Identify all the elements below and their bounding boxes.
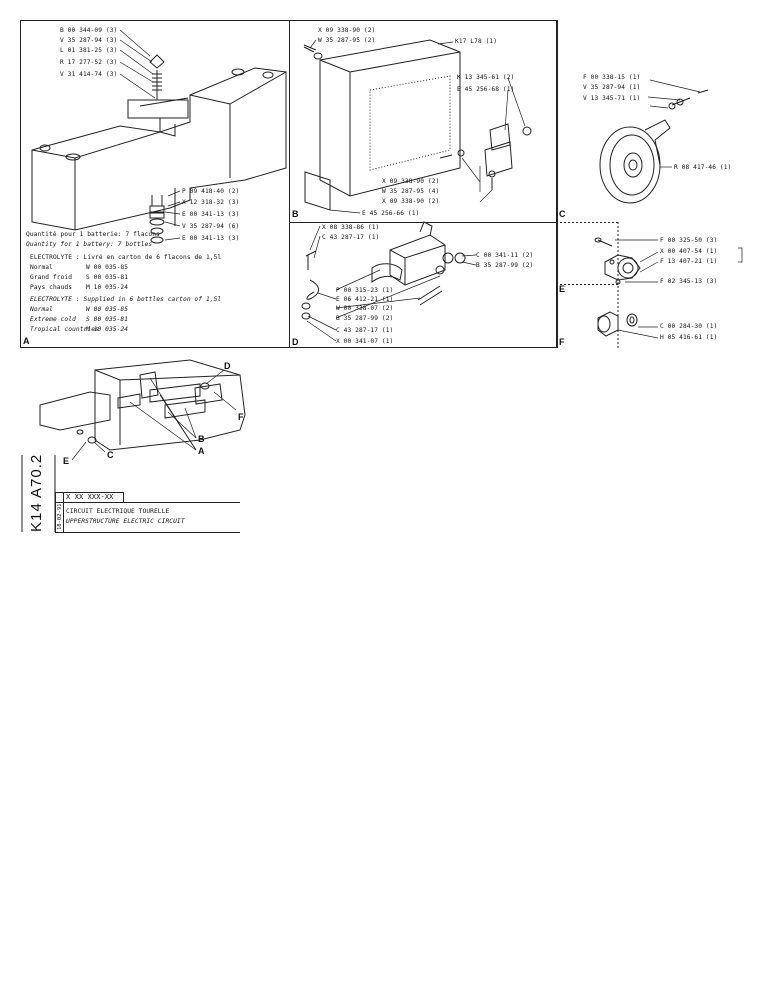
part-ref: E 45 256-66 (1) [362, 210, 420, 217]
overview-label-c: C [107, 450, 114, 460]
electrolyte-code: W 00 035-85 [86, 264, 129, 271]
part-ref: V 35 287-94 (3) [60, 37, 118, 44]
electrolyte-name: Tropical countries [30, 326, 99, 333]
reference-number: X XX XXX-XX [66, 493, 114, 501]
part-ref: H 05 416-61 (1) [660, 334, 718, 341]
overview-drawing [39, 359, 246, 451]
electrolyte-name: Pays chauds [30, 284, 73, 291]
part-ref: B 35 287-99 (2) [476, 262, 534, 269]
part-ref: F 13 407-21 (1) [660, 258, 718, 265]
part-ref: C 00 341-11 (2) [476, 252, 534, 259]
part-ref: R 17 277-52 (3) [60, 59, 118, 66]
part-ref: E 45 256-68 (1) [457, 86, 515, 93]
part-ref: C 43 287-17 (1) [322, 234, 380, 241]
part-ref: F 00 325-50 (3) [660, 237, 718, 244]
part-ref: C 43 287-17 (1) [336, 327, 394, 334]
quantity-note-en: Quantity for 1 battery: 7 bottles [26, 241, 153, 248]
electrolyte-name: Normal [30, 306, 53, 313]
part-ref: E 00 341-13 (3) [182, 211, 240, 218]
relay-drawing [301, 221, 466, 320]
overview-label-a: A [198, 446, 205, 456]
electrolyte-en-title: ELECTROLYTE : Supplied in 6 bottles cart… [30, 296, 222, 303]
part-ref: X 09 338-90 (2) [382, 198, 440, 205]
title-en: UPPERSTRUCTURE ELECTRIC CIRCUIT [66, 518, 185, 525]
horn-switch-drawing [594, 237, 641, 285]
overview-label-e: E [63, 456, 70, 466]
title-block-frame [21, 455, 240, 533]
electrolyte-code: M 10 035-24 [86, 326, 129, 333]
overview-label-b: B [198, 434, 205, 444]
part-ref: P 00 315-23 (1) [336, 287, 394, 294]
panel-label-f: F [559, 337, 565, 347]
part-ref: R 08 417-46 (1) [674, 164, 732, 171]
part-ref: E 00 341-13 (3) [182, 235, 240, 242]
horn-drawing [599, 89, 709, 204]
electrolyte-code: W 00 035-85 [86, 306, 129, 313]
overview-label-f: F [238, 412, 244, 422]
electrolyte-name: Normal [30, 264, 53, 271]
panel-label-c: C [559, 209, 566, 219]
battery-drawing [31, 54, 287, 244]
panel-label-b: B [292, 209, 299, 219]
part-ref: B 00 344-09 (3) [60, 27, 118, 34]
title-fr: CIRCUIT ELECTRIQUE TOURELLE [66, 508, 170, 515]
overview-label-d: D [224, 361, 231, 371]
electrolyte-code: M 10 035-24 [86, 284, 129, 291]
part-ref: V 35 287-94 (1) [583, 84, 641, 91]
part-ref: K 13 345-61 (2) [457, 74, 515, 81]
cabinet-drawing [303, 39, 532, 211]
electrolyte-fr-title: ELECTROLYTE : Livré en carton de 6 flaco… [30, 254, 222, 261]
part-ref: E 06 412-21 (1) [336, 296, 394, 303]
part-ref: X 08 338-86 (1) [322, 224, 380, 231]
part-ref: X 00 407-54 (1) [660, 248, 718, 255]
electrolyte-name: Extreme cold [30, 316, 76, 323]
part-ref: K17 L78 (1) [455, 38, 498, 45]
part-ref: W 35 287-95 (2) [318, 37, 376, 44]
part-ref: P 09 418-40 (2) [182, 188, 240, 195]
part-ref: F 00 338-15 (1) [583, 74, 641, 81]
quantity-note-fr: Quantité pour 1 batterie: 7 flacons [26, 231, 160, 238]
part-ref: X 09 338-90 (2) [382, 178, 440, 185]
electrolyte-code: S 00 035-81 [86, 274, 129, 281]
part-ref: B 35 287-99 (2) [336, 315, 394, 322]
part-ref: X 09 338-90 (2) [318, 27, 376, 34]
part-ref: F 02 345-13 (3) [660, 278, 718, 285]
part-ref: W 00 338-07 (2) [336, 305, 394, 312]
drawing-code: K14 A70.2 [28, 453, 45, 532]
part-ref: C 00 284-30 (1) [660, 323, 718, 330]
drawing-date: 18-02-91 [57, 503, 63, 531]
part-ref: L 01 381-25 (3) [60, 47, 118, 54]
part-ref: V 13 345-71 (1) [583, 95, 641, 102]
part-ref: X 00 341-07 (1) [336, 338, 394, 345]
panel-label-d: D [292, 337, 299, 347]
electrolyte-name: Grand froid [30, 274, 73, 281]
panel-label-a: A [23, 336, 30, 346]
part-ref: V 35 287-94 (6) [182, 223, 240, 230]
panel-label-e: E [559, 284, 566, 294]
part-ref: X 12 318-32 (3) [182, 199, 240, 206]
electrolyte-code: S 00 035-81 [86, 316, 129, 323]
part-ref: V 31 414-74 (3) [60, 71, 118, 78]
part-ref: W 35 287-95 (4) [382, 188, 440, 195]
